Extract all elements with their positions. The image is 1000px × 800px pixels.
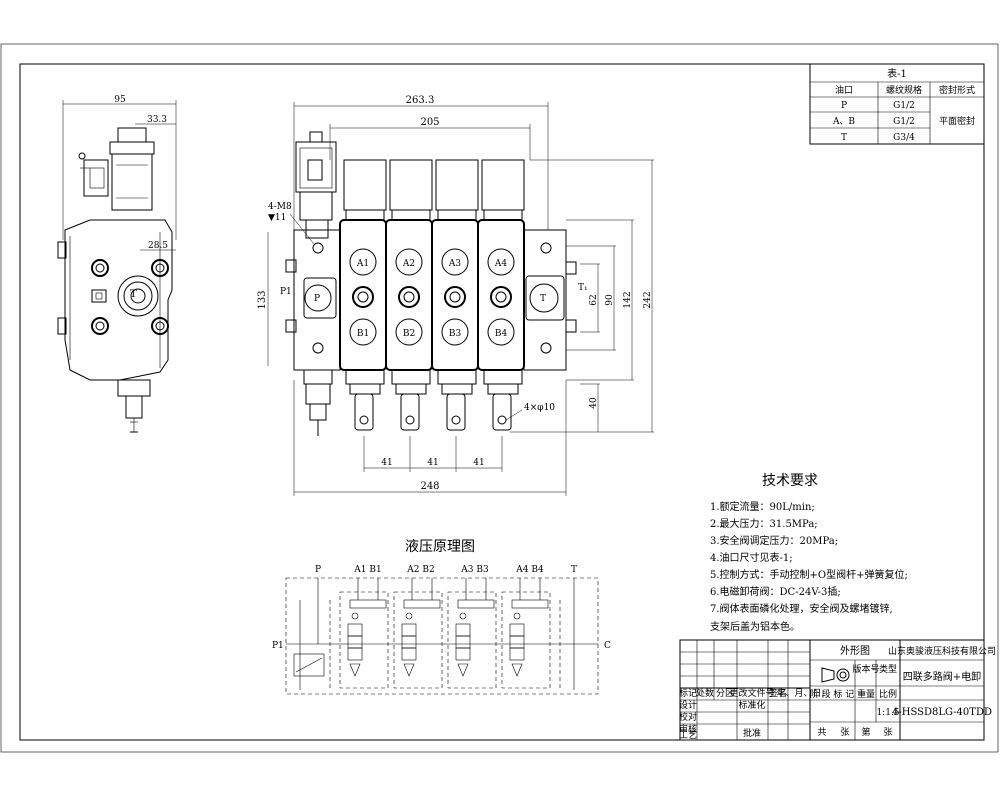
- table-cell: 平面密封: [939, 115, 975, 127]
- tb-part-name: 四联多路阀+电卸: [903, 670, 981, 683]
- port-a2: A2: [402, 259, 415, 269]
- tb-design: 设计: [679, 699, 697, 711]
- hyd-c: C: [604, 641, 611, 651]
- hyd-label-4: A4 B4: [515, 565, 544, 575]
- hyd-label-3: A3 B3: [460, 565, 489, 575]
- tb-row-zone: 分区: [716, 688, 734, 699]
- port-t: T: [540, 294, 546, 304]
- tb-scale-label: 比例: [879, 688, 897, 700]
- port-b3: B3: [449, 329, 462, 339]
- tb-drawing: 外形图: [840, 645, 870, 657]
- dim-hole: 4×φ10: [524, 403, 555, 413]
- tb-type: 类型: [879, 663, 897, 675]
- table-header-port: 油口: [835, 84, 853, 96]
- tb-row-date: 年、月、日: [776, 687, 821, 699]
- tech-item-6: 6.电磁卸荷阀：DC-24V-3插;: [710, 585, 841, 598]
- tb-company: 山东奥骏液压科技有限公司: [888, 645, 996, 657]
- hyd-p: P: [315, 565, 321, 575]
- hyd-label-2: A2 B2: [406, 565, 434, 575]
- tech-requirements: 技术要求 1.额定流量：90L/min; 2.最大压力：31.5MPa; 3.安…: [710, 473, 908, 633]
- tech-item-1: 1.额定流量：90L/min;: [710, 500, 815, 513]
- tb-approve: 批准: [743, 727, 761, 739]
- tb-sheet2: 张: [883, 727, 892, 738]
- tb-process: 工艺: [679, 730, 697, 741]
- projection-symbol-icon: [821, 667, 850, 683]
- dim-142: 142: [623, 291, 633, 308]
- tech-title: 技术要求: [762, 473, 818, 489]
- tb-total: 共: [817, 727, 826, 738]
- table-cell: A、B: [832, 117, 855, 127]
- front-view: 263.3 205 4-M8 ▼11 133 P P1: [257, 95, 654, 496]
- port-p: P: [314, 294, 320, 304]
- table-cell: T: [841, 133, 847, 143]
- dim-side-height: 133: [257, 290, 268, 309]
- table-cell: P: [841, 101, 847, 111]
- tb-stage: 阶 段 标 记: [810, 688, 855, 700]
- dim-62: 62: [589, 294, 599, 305]
- tb-row-mark: 标记: [679, 687, 697, 699]
- side-view: 95 33.3 28.5 T: [57, 95, 177, 433]
- dim-side-width: 95: [114, 95, 126, 105]
- tb-standard: 标准化: [738, 699, 765, 711]
- port-table: 表-1 油口 螺纹规格 密封形式 P G1/2 A、B G1/2 平面密封 T …: [809, 63, 985, 145]
- tb-page: 第: [861, 726, 870, 738]
- dim-90: 90: [605, 294, 615, 306]
- port-a4: A4: [494, 259, 507, 269]
- side-port-t: T: [130, 289, 137, 300]
- dim-pitch-2: 41: [427, 458, 438, 468]
- dim-bolt: 4-M8: [268, 202, 292, 212]
- hydraulic-schematic: 液压原理图 P T A1 B1 A2 B2 A3 B3 A4 B4 P1 C: [272, 539, 611, 695]
- outer-frame: [0, 43, 999, 753]
- tech-item-2: 2.最大压力：31.5MPa;: [710, 517, 818, 530]
- title-block: 外形图 山东奥骏液压科技有限公司 四联多路阀+电卸 4-HSSD8LG-40TD…: [679, 639, 996, 741]
- tech-item-3: 3.安全阀调定压力：20MPa;: [710, 534, 838, 547]
- dim-side-mid: 28.5: [148, 241, 168, 251]
- dim-pitch-3: 41: [473, 458, 484, 468]
- inner-frame: [19, 63, 985, 741]
- tb-row-count: 处数: [696, 687, 714, 699]
- port-b2: B2: [403, 329, 415, 339]
- tech-item-4: 4.油口尺寸见表-1;: [710, 551, 793, 564]
- tb-scale: 1:1.5: [876, 708, 899, 718]
- tb-version: 版本号: [852, 663, 879, 675]
- tech-item-7: 7.阀体表面磷化处理，安全阀及螺堵镀锌,: [710, 602, 893, 615]
- hydraulic-title: 液压原理图: [405, 539, 475, 555]
- dim-bottom-total: 248: [420, 481, 439, 492]
- hyd-t: T: [571, 565, 577, 575]
- port-t1: T₁: [578, 283, 588, 293]
- dim-front-total: 263.3: [406, 95, 435, 106]
- port-b4: B4: [495, 329, 508, 339]
- dim-242: 242: [643, 291, 653, 308]
- port-b1: B1: [357, 329, 369, 339]
- dim-side-top: 33.3: [147, 115, 167, 125]
- table-cell: G3/4: [893, 133, 915, 143]
- tb-row-change: 更改文件号: [729, 687, 774, 699]
- tb-check: 校对: [679, 711, 697, 723]
- tech-item-5: 5.控制方式：手动控制+O型阀杆+弹簧复位;: [710, 568, 908, 581]
- table-header-thread: 螺纹规格: [886, 84, 922, 96]
- tb-part-no: 4-HSSD8LG-40TDD: [892, 707, 992, 718]
- port-a1: A1: [356, 259, 369, 269]
- port-a3: A3: [448, 259, 461, 269]
- hyd-p1: P1: [272, 641, 284, 651]
- tb-weight: 重量: [857, 688, 875, 700]
- dim-front-inner: 205: [420, 117, 439, 128]
- table-cell: G1/2: [893, 117, 915, 127]
- table-title: 表-1: [887, 67, 907, 80]
- table-cell: G1/2: [893, 101, 915, 111]
- dim-pitch-1: 41: [381, 458, 392, 468]
- port-p1: P1: [280, 287, 292, 297]
- table-header-seal: 密封形式: [939, 84, 975, 96]
- tb-review: 审核: [679, 723, 697, 735]
- hyd-label-1: A1 B1: [353, 565, 381, 575]
- dim-40: 40: [589, 397, 599, 409]
- tb-sheet: 张: [840, 727, 849, 738]
- tech-item-8: 支架后盖为铝本色。: [710, 620, 800, 633]
- tb-row-sign: 签名: [769, 687, 787, 699]
- dim-bolt-depth: ▼11: [268, 213, 286, 223]
